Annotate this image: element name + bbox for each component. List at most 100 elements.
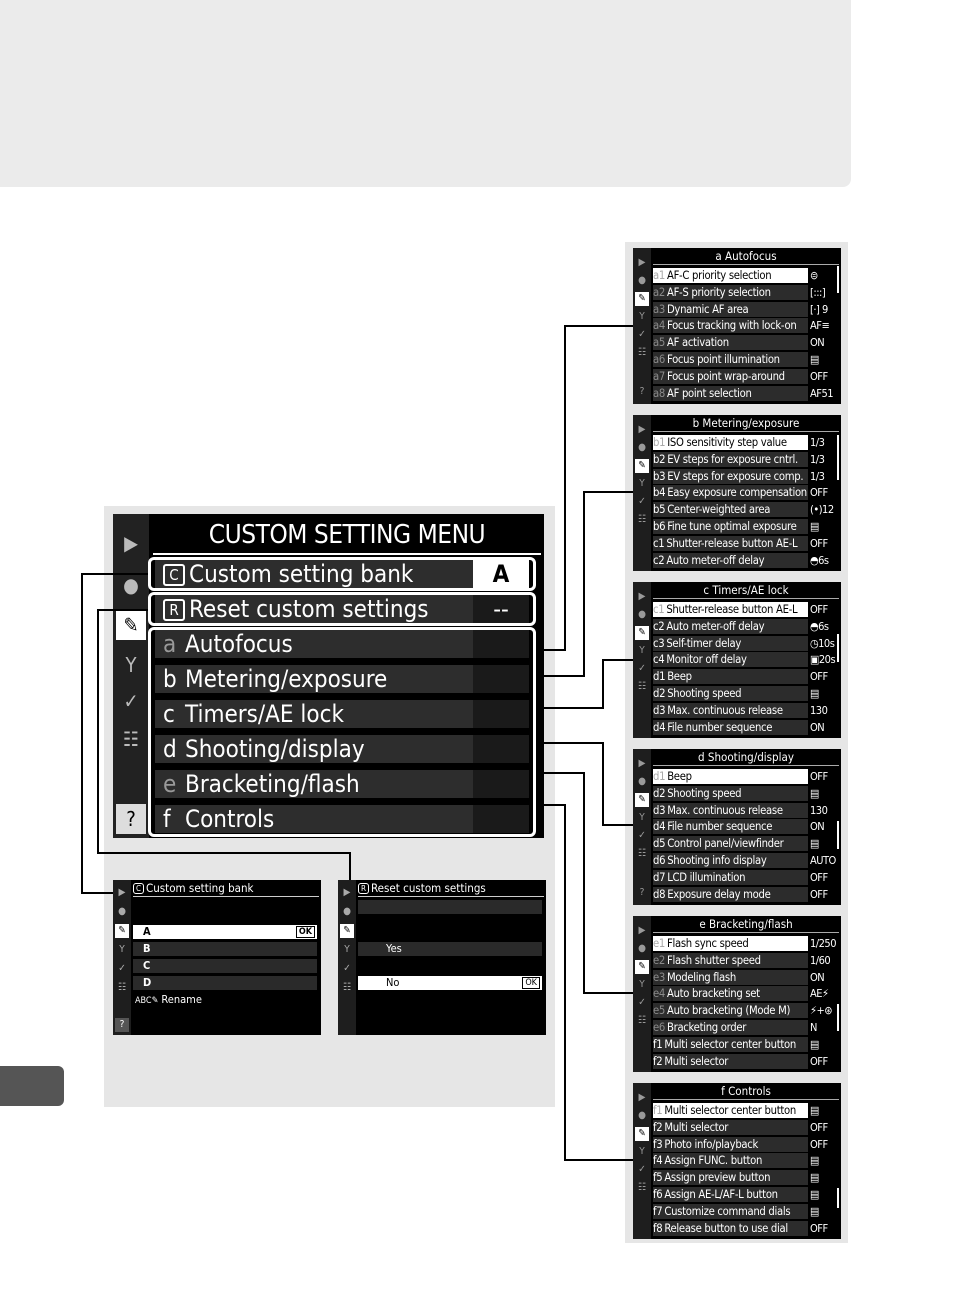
setting-code: e5 <box>653 1004 665 1018</box>
setting-code: b2 <box>653 452 666 466</box>
tab-icon-5: ☷ <box>637 848 647 859</box>
tab-icon-1: ● <box>638 609 646 620</box>
bank-option-c[interactable]: C <box>133 959 317 973</box>
my-menu-icon[interactable]: ☷ <box>122 727 140 751</box>
scrollbar[interactable] <box>837 821 839 849</box>
tab-icon-0: ▶ <box>638 591 646 602</box>
setting-code: d4 <box>653 720 666 734</box>
retouch-menu-icon[interactable]: ✓ <box>123 689 139 713</box>
help-icon[interactable]: ? <box>116 804 146 834</box>
setting-label: Shutter-release button AE-L <box>666 536 798 550</box>
custom-setting-menu-icon[interactable]: ✎ <box>116 610 146 640</box>
setting-label: Focus point wrap-around <box>666 369 785 383</box>
setting-value: OFF <box>810 1221 828 1235</box>
setting-label: AF-S priority selection <box>666 285 771 299</box>
setting-value: ▤ <box>810 1171 819 1185</box>
scrollbar[interactable] <box>837 634 839 662</box>
scrollbar[interactable] <box>837 1188 839 1208</box>
setting-code: c4 <box>653 653 665 667</box>
setting-value: ▤ <box>810 520 819 533</box>
playback-menu-icon[interactable]: ▶ <box>124 531 138 555</box>
setting-label: Focus tracking with lock-on <box>666 319 797 333</box>
scrollbar[interactable] <box>837 435 839 480</box>
reset-option-yes[interactable]: Yes <box>358 942 542 956</box>
bank-option-b[interactable]: B <box>133 942 317 956</box>
tab-icon-2: ✎ <box>635 459 649 473</box>
scrollbar[interactable] <box>837 1004 839 1031</box>
shooting-menu-icon[interactable]: ● <box>123 573 139 597</box>
scrollbar[interactable] <box>837 266 839 293</box>
option-label: C <box>143 959 151 972</box>
reset-row-frame <box>148 592 536 626</box>
menu-title: CUSTOM SETTING MENU <box>153 517 541 555</box>
tab-icon-3: Y <box>639 1146 645 1157</box>
bank-option-d[interactable]: D <box>133 976 317 990</box>
setup-menu-icon[interactable]: Y <box>125 653 137 677</box>
setting-code: d2 <box>653 687 666 700</box>
custom-setting-menu-icon: ✎ <box>115 924 129 938</box>
setting-label: Auto bracketing (Mode M) <box>667 1004 791 1018</box>
rename-row[interactable]: ABC✎Rename <box>135 993 317 1007</box>
